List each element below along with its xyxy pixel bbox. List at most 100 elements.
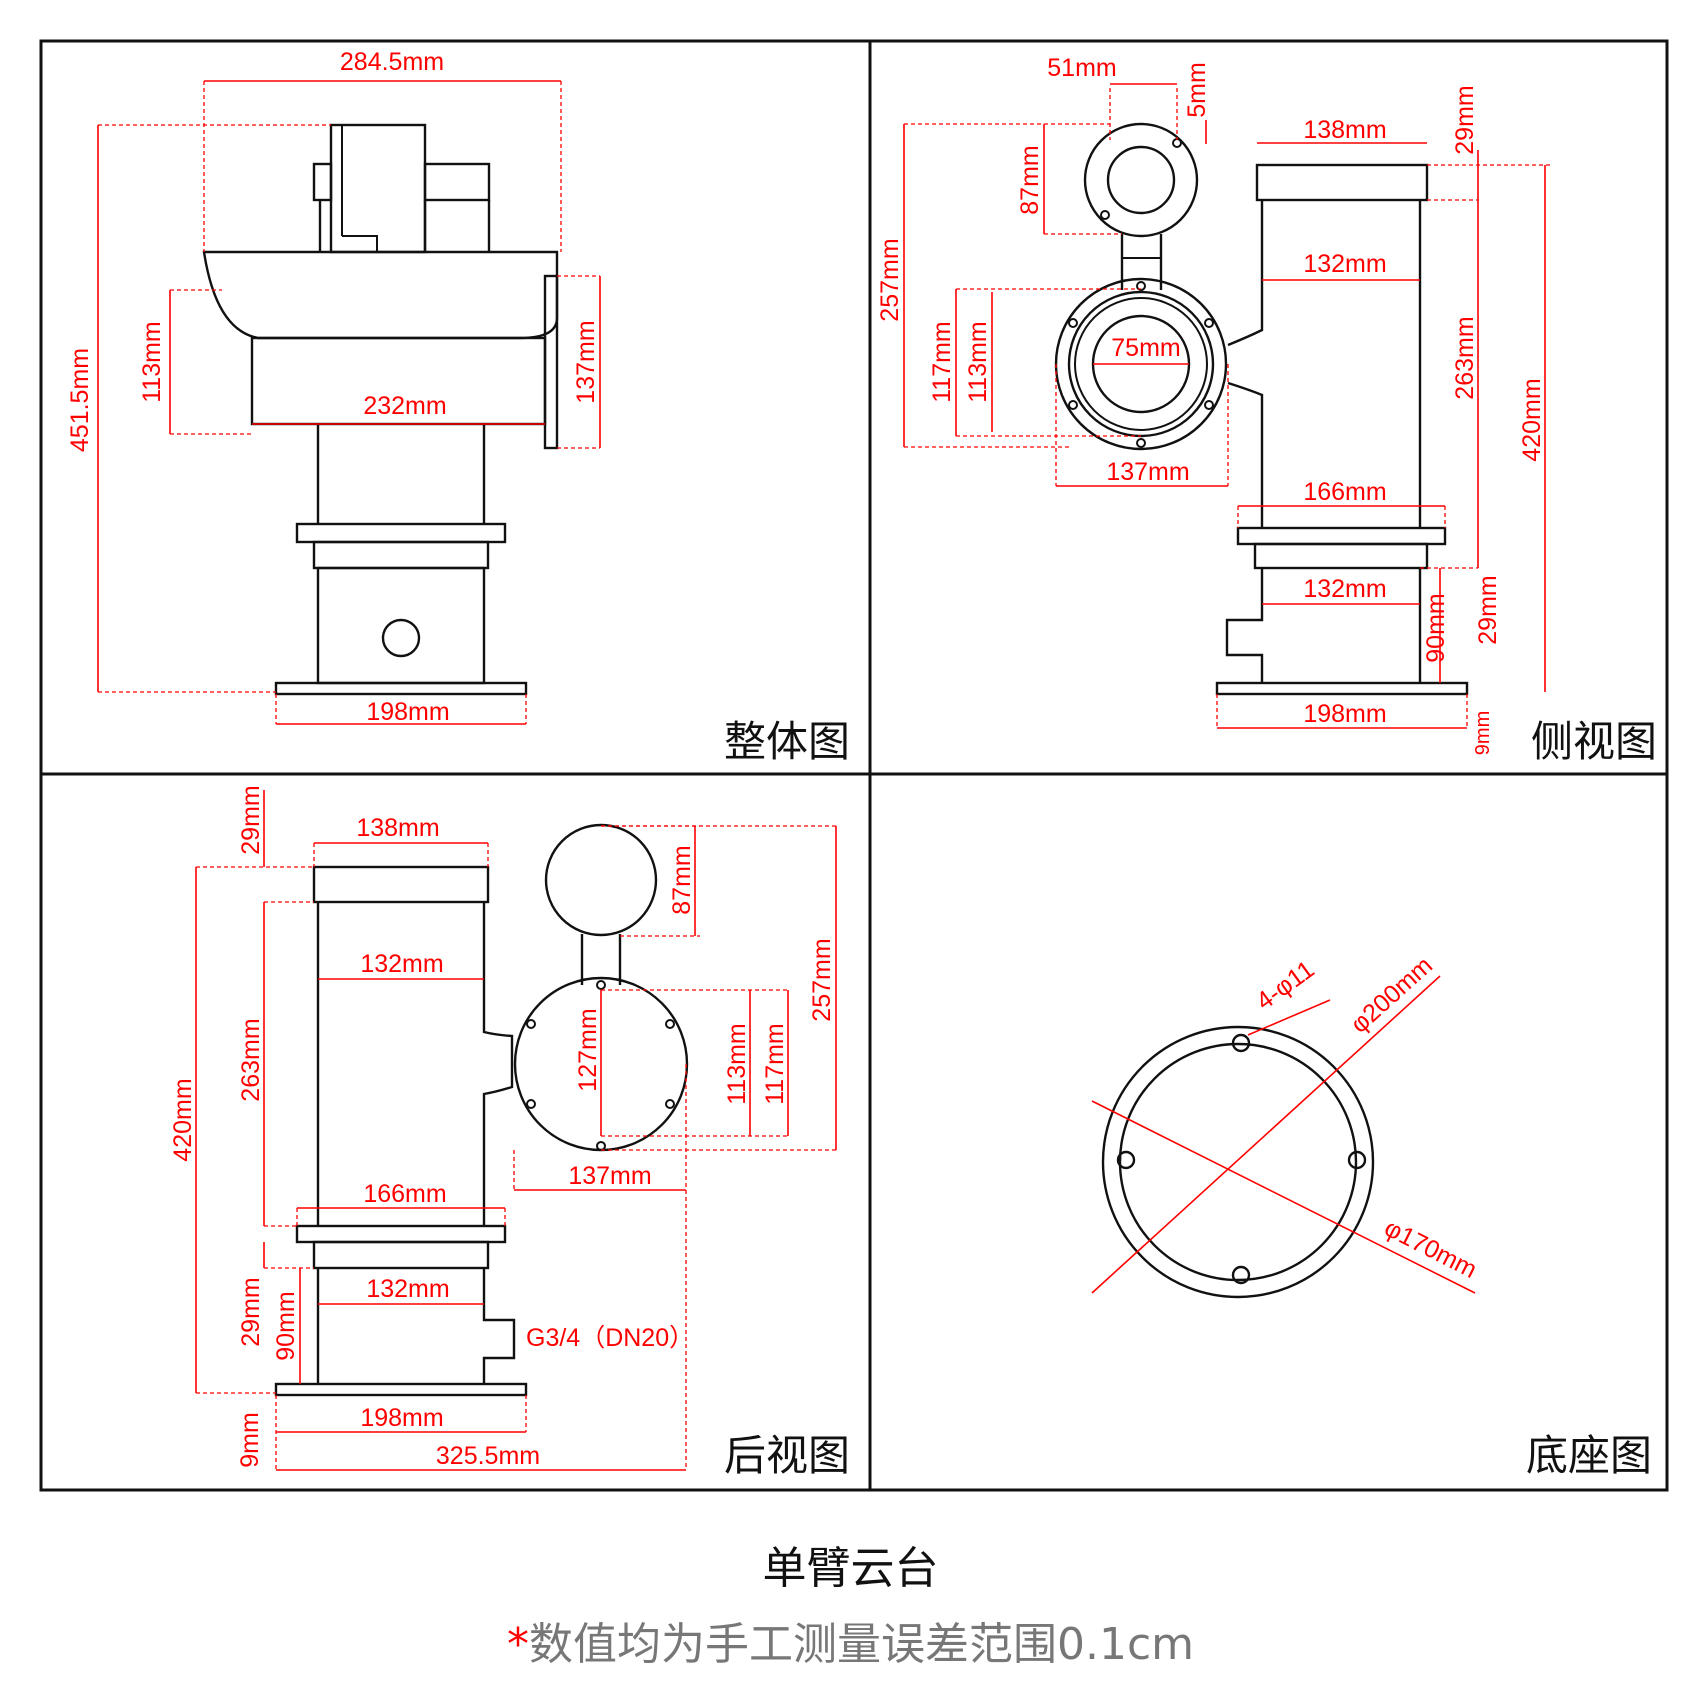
dim-rear-90: 90mm <box>272 1291 300 1360</box>
dim-rear-198: 198mm <box>360 1404 443 1432</box>
dim-base-width: 198mm <box>366 698 449 726</box>
overall-coupler <box>312 540 490 570</box>
panel-grid <box>39 39 1669 1492</box>
product-title: 单臂云台 <box>762 1543 939 1594</box>
dim-rear-325: 325.5mm <box>436 1442 540 1470</box>
dim-side-lower-29: 29mm <box>1474 575 1502 644</box>
overall-sunshield-hood <box>202 250 559 340</box>
base-bolt-hole-right <box>1347 1150 1367 1170</box>
side-lower-left <box>1225 568 1264 683</box>
dim-line-holes <box>1247 999 1331 1036</box>
dim-side-87: 87mm <box>1016 145 1044 214</box>
dim-rear-137: 137mm <box>568 1162 651 1190</box>
side-flange <box>1236 526 1447 546</box>
dim-base-holes: 4-φ11 <box>1251 955 1320 1016</box>
overall-base-plate <box>274 681 528 696</box>
overall-camera-arm <box>423 162 491 202</box>
overall-camera-knob <box>312 162 333 202</box>
dim-side-198: 198mm <box>1303 700 1386 728</box>
panel-base-title: 底座图 <box>1526 1431 1652 1480</box>
overall-cable-port <box>381 618 421 658</box>
panel-side-title: 侧视图 <box>1531 717 1657 766</box>
dim-rear-lower-132: 132mm <box>366 1275 449 1303</box>
dim-rear-127: 127mm <box>574 1008 602 1091</box>
base-view-drawing: 4-φ11 φ200mm φ170mm 底座图 <box>1091 951 1652 1480</box>
dim-rear-lower-29: 29mm <box>237 1277 265 1346</box>
panel-overall-title: 整体图 <box>724 717 850 766</box>
rear-view-drawing: 29mm 138mm 132mm 263mm 420mm 87mm 257mm … <box>169 785 850 1480</box>
panel-rear-frame <box>39 772 872 1492</box>
note-asterisk: * <box>506 1619 529 1670</box>
overall-flange <box>295 522 507 544</box>
overall-camera-notch <box>342 235 378 252</box>
dim-rear-132: 132mm <box>360 950 443 978</box>
rear-port-label: G3/4（DN20） <box>526 1324 694 1352</box>
dim-rear-87: 87mm <box>668 845 696 914</box>
dim-housing-137: 137mm <box>572 320 600 403</box>
rear-camera-disc <box>544 823 658 937</box>
side-view-drawing: 51mm 5mm 87mm 257mm 117mm 113mm 75mm 137… <box>876 54 1657 766</box>
side-base-plate <box>1215 681 1469 696</box>
overall-camera-box <box>329 123 427 254</box>
base-inner-circle <box>1118 1042 1358 1282</box>
rear-port-stub <box>482 1268 516 1384</box>
dim-rear-420: 420mm <box>169 1078 197 1161</box>
dim-rear-257: 257mm <box>808 938 836 1021</box>
dim-side-cap-29: 29mm <box>1451 85 1479 154</box>
dim-side-51: 51mm <box>1047 54 1116 82</box>
dim-side-75: 75mm <box>1111 334 1180 362</box>
side-top-cap <box>1255 163 1429 202</box>
dim-line-phi200 <box>1091 975 1441 1294</box>
panel-side-frame <box>868 39 1669 776</box>
side-body-left <box>1227 200 1264 528</box>
dim-rear-117: 117mm <box>761 1023 789 1105</box>
rear-coupler <box>312 1240 490 1270</box>
dim-side-113: 113mm <box>964 321 992 403</box>
dim-hood-113: 113mm <box>138 321 166 403</box>
overall-view-drawing: 284.5mm 451.5mm 113mm 137mm 232mm 198mm … <box>66 48 850 766</box>
dim-side-9: 9mm <box>1472 711 1494 755</box>
dim-side-5: 5mm <box>1183 62 1211 118</box>
dim-side-138: 138mm <box>1303 116 1386 144</box>
rear-base-plate <box>274 1382 528 1397</box>
side-coupler <box>1253 542 1429 570</box>
overall-pole-lower <box>316 566 486 685</box>
base-bolt-hole-bottom <box>1231 1265 1251 1285</box>
base-outer-circle <box>1101 1025 1375 1299</box>
dim-rear-166: 166mm <box>363 1180 446 1208</box>
dim-line-phi170 <box>1091 1100 1476 1294</box>
dim-base-phi200: φ200mm <box>1345 951 1438 1038</box>
dim-side-117: 117mm <box>928 321 956 403</box>
dim-housing-width: 232mm <box>363 392 446 420</box>
dim-side-420: 420mm <box>1518 378 1546 461</box>
dim-rear-top-29: 29mm <box>237 785 265 854</box>
dim-total-height: 451.5mm <box>66 348 94 452</box>
dim-rear-138: 138mm <box>356 814 439 842</box>
panel-rear-title: 后视图 <box>724 1431 850 1480</box>
note-text: 数值均为手工测量误差范围0.1cm <box>528 1619 1195 1670</box>
rear-body-right <box>482 902 514 1226</box>
panel-base-frame <box>868 772 1669 1492</box>
dim-rear-113: 113mm <box>723 1023 751 1105</box>
rear-top-cap <box>312 865 490 904</box>
dim-rear-9: 9mm <box>236 1412 264 1468</box>
overall-side-plate <box>543 274 559 450</box>
dim-side-lower-132: 132mm <box>1303 575 1386 603</box>
side-camera-lens <box>1106 145 1176 215</box>
measurement-note: *数值均为手工测量误差范围0.1cm <box>0 1608 1701 1672</box>
dim-side-body-132: 132mm <box>1303 250 1386 278</box>
dim-base-phi170: φ170mm <box>1380 1214 1481 1284</box>
base-bolt-hole-top <box>1231 1033 1251 1053</box>
dim-side-257: 257mm <box>876 238 904 321</box>
dim-side-90: 90mm <box>1422 593 1450 662</box>
dim-side-137: 137mm <box>1106 458 1189 486</box>
dim-rear-263: 263mm <box>237 1018 265 1101</box>
side-camera-ring <box>1083 122 1199 238</box>
base-bolt-hole-left <box>1116 1150 1136 1170</box>
panel-overall-frame <box>39 39 872 776</box>
dim-top-width: 284.5mm <box>340 48 444 76</box>
dim-side-263: 263mm <box>1451 316 1479 399</box>
dim-side-166: 166mm <box>1303 478 1386 506</box>
rear-flange <box>295 1224 507 1244</box>
